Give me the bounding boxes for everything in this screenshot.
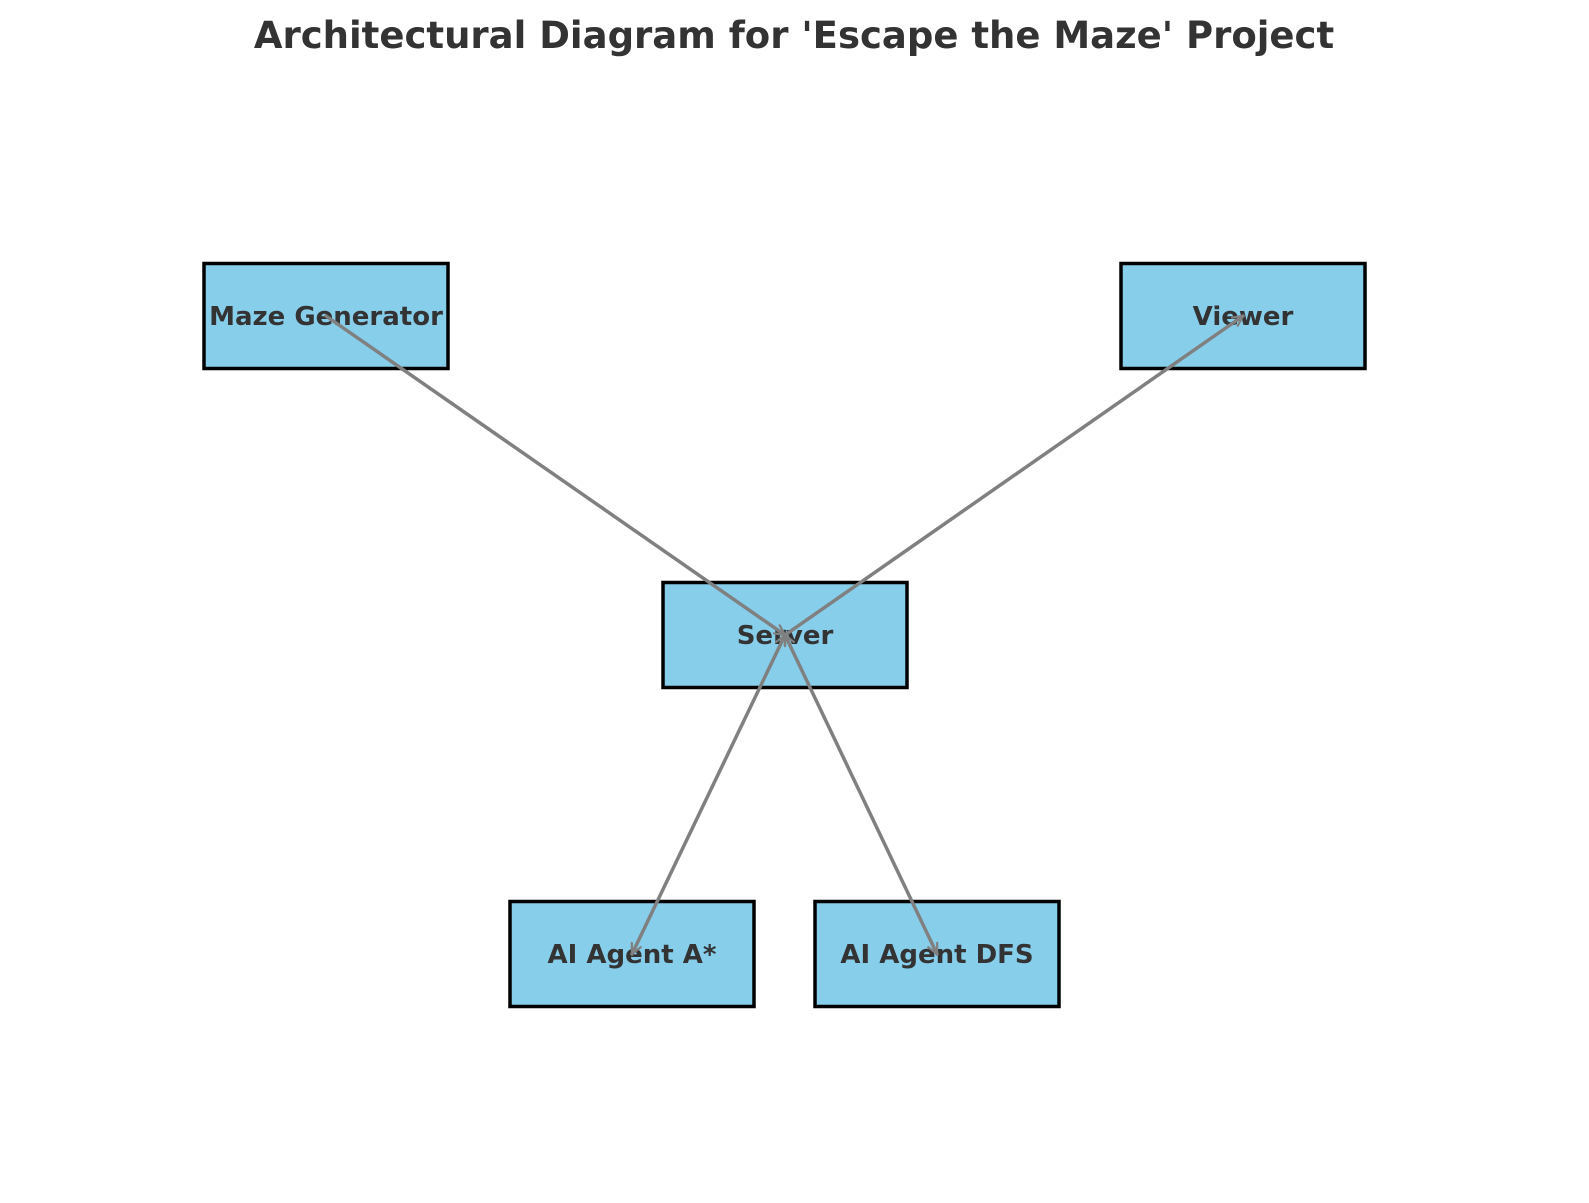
edge-server-to-viewer — [783, 314, 1245, 637]
edges-layer — [324, 314, 1245, 956]
edge-server-to-ai-agent-dfs — [783, 633, 939, 956]
node-maze-generator: Maze Generator — [202, 261, 450, 371]
edge-maze-generator-to-server — [324, 314, 787, 637]
edge-server-to-ai-agent-astar — [630, 633, 787, 956]
diagram-title: Architectural Diagram for 'Escape the Ma… — [254, 14, 1334, 57]
